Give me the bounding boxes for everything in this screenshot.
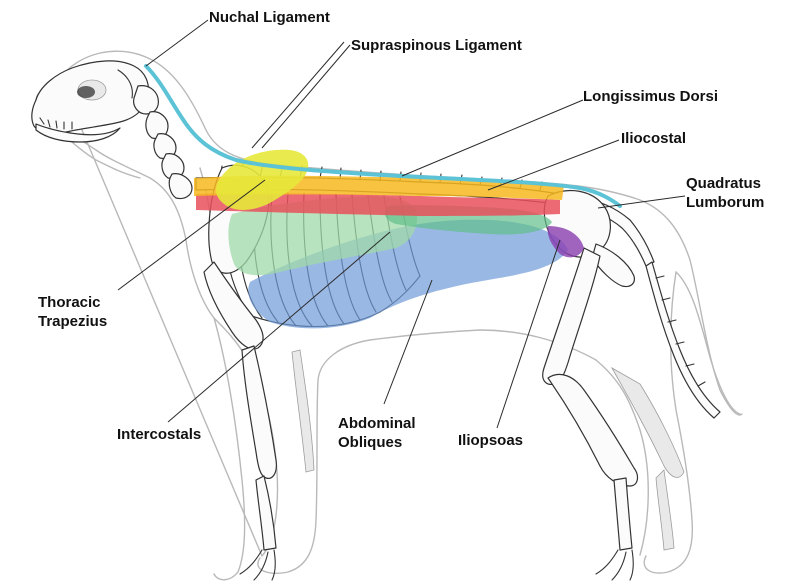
- leader-supraspinous-a: [262, 45, 350, 148]
- label-quadratus-line2: Lumborum: [686, 193, 764, 212]
- leader-iliocostal: [488, 140, 619, 190]
- leader-supraspinous-b: [252, 42, 344, 148]
- label-thoracic-line2: Trapezius: [38, 312, 107, 331]
- label-abdominal-obliques: Abdominal Obliques: [338, 414, 416, 452]
- label-quadratus-lumborum: Quadratus Lumborum: [686, 174, 764, 212]
- label-thoracic-line1: Thoracic: [38, 293, 107, 312]
- cervical-vertebrae: [134, 86, 192, 199]
- label-thoracic-trapezius: Thoracic Trapezius: [38, 293, 107, 331]
- label-abdominal-line2: Obliques: [338, 433, 416, 452]
- label-longissimus-dorsi: Longissimus Dorsi: [583, 87, 718, 106]
- label-nuchal-ligament: Nuchal Ligament: [209, 8, 330, 27]
- skull: [32, 61, 149, 142]
- label-quadratus-line1: Quadratus: [686, 174, 764, 193]
- label-iliopsoas: Iliopsoas: [458, 431, 523, 450]
- leader-nuchal: [146, 20, 208, 66]
- label-supraspinous-ligament: Supraspinous Ligament: [351, 36, 522, 55]
- label-iliocostal: Iliocostal: [621, 129, 686, 148]
- label-intercostals: Intercostals: [117, 425, 201, 444]
- label-abdominal-line1: Abdominal: [338, 414, 416, 433]
